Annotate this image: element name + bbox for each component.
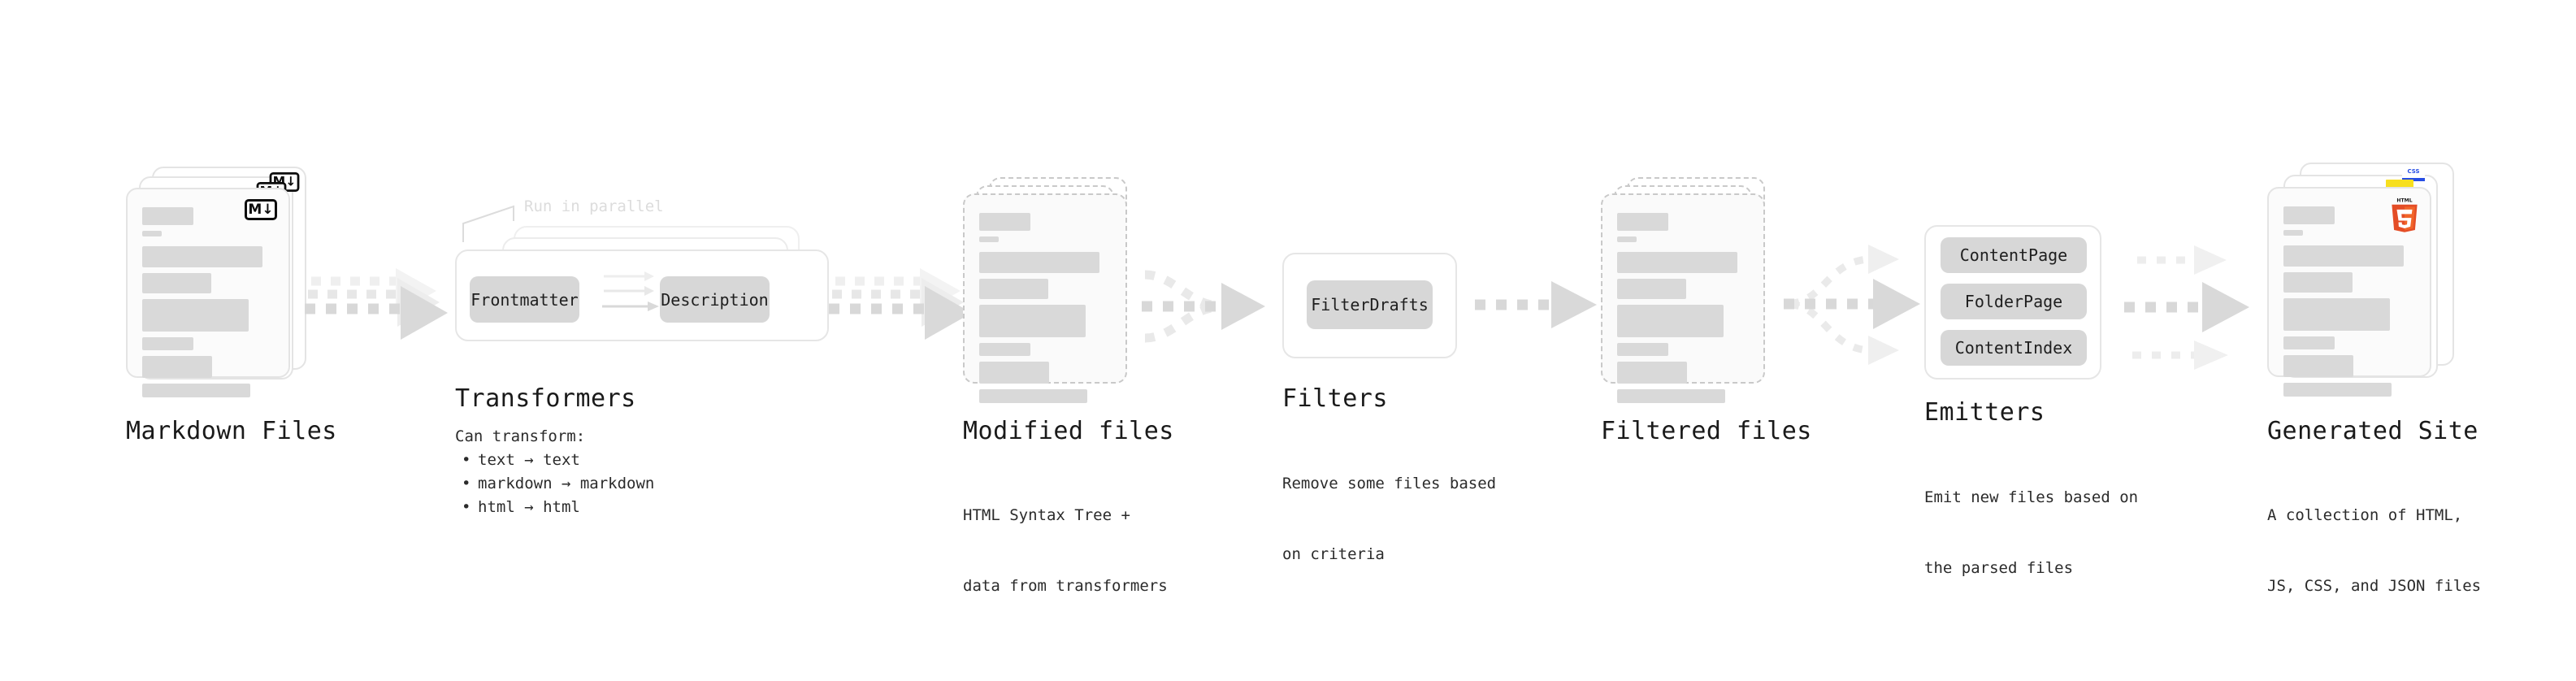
arrow-markdown-to-transformers: [305, 268, 448, 340]
filtered-files-title: Filtered files: [1601, 417, 1812, 445]
arrow-filters-to-filtered: [1475, 281, 1597, 328]
generated-site-desc: A collection of HTML, JS, CSS, and JSON …: [2267, 457, 2481, 645]
html5-icon: HTML: [2392, 197, 2418, 232]
emitter-chip-contentindex-label: ContentIndex: [1954, 338, 2073, 358]
emitters-desc: Emit new files based on the parsed files: [1924, 439, 2138, 627]
arrow-filtered-to-emitters: [1784, 245, 1920, 365]
list-item: html → html: [462, 496, 654, 519]
modified-files-desc: HTML Syntax Tree + data from transformer…: [963, 457, 1168, 645]
desc-line: Remove some files based: [1282, 475, 1497, 492]
run-in-parallel-label: Run in parallel: [524, 197, 664, 215]
css-badge-icon: CSS: [2402, 167, 2425, 181]
desc-line: A collection of HTML,: [2267, 506, 2463, 524]
arrow-modified-to-filters: [1142, 270, 1265, 343]
transformer-chip-description[interactable]: Description: [660, 276, 770, 323]
transformer-chip-description-label: Description: [661, 289, 769, 310]
filters-title: Filters: [1282, 384, 1388, 413]
desc-line: JS, CSS, and JSON files: [2267, 577, 2482, 595]
generated-site-placeholder-lines: [2283, 206, 2415, 402]
markdown-file-card-front: M↓: [126, 188, 290, 397]
emitter-chip-folderpage[interactable]: FolderPage: [1941, 284, 2087, 319]
filtered-file-card-front: [1601, 193, 1765, 403]
transformers-title: Transformers: [455, 384, 636, 413]
markdown-icon-glyph: M↓: [248, 201, 274, 218]
filter-chip-filterdrafts[interactable]: FilterDrafts: [1307, 280, 1433, 329]
modified-file-placeholder-lines: [979, 213, 1111, 409]
transformer-chip-frontmatter[interactable]: Frontmatter: [470, 276, 579, 323]
desc-line: the parsed files: [1924, 559, 2074, 577]
transformers-capability-list: text → text markdown → markdown html → h…: [462, 449, 654, 519]
transformer-chip-frontmatter-label: Frontmatter: [471, 289, 579, 310]
transformers-desc-heading: Can transform:: [455, 427, 586, 445]
generated-site-title: Generated Site: [2267, 417, 2478, 445]
emitter-chip-folderpage-label: FolderPage: [1964, 292, 2063, 311]
markdown-icon-front: M↓: [245, 199, 277, 220]
filters-desc: Remove some files based on criteria: [1282, 425, 1496, 614]
list-item: text → text: [462, 449, 654, 472]
modified-files-title: Modified files: [963, 417, 1174, 445]
emitter-chip-contentpage[interactable]: ContentPage: [1941, 237, 2087, 273]
svg-text:HTML: HTML: [2396, 197, 2412, 203]
transformer-internal-arrows: [602, 271, 659, 311]
modified-file-card-front: [963, 193, 1127, 403]
run-in-parallel-bracket: [462, 205, 514, 242]
arrow-emitters-to-site: [2124, 245, 2249, 370]
list-item: markdown → markdown: [462, 472, 654, 496]
desc-line: data from transformers: [963, 577, 1168, 595]
emitters-title: Emitters: [1924, 398, 2045, 427]
generated-site-card-front: HTML: [2267, 187, 2431, 397]
markdown-files-title: Markdown Files: [126, 417, 337, 445]
arrow-transformers-to-modified: [829, 268, 972, 340]
desc-line: on criteria: [1282, 545, 1385, 563]
desc-line: HTML Syntax Tree +: [963, 506, 1130, 524]
markdown-file-placeholder-lines: [142, 207, 274, 403]
filtered-file-placeholder-lines: [1617, 213, 1749, 409]
emitter-chip-contentpage-label: ContentPage: [1959, 245, 2068, 265]
filter-chip-filterdrafts-label: FilterDrafts: [1311, 295, 1429, 314]
desc-line: Emit new files based on: [1924, 488, 2139, 506]
emitter-chip-contentindex[interactable]: ContentIndex: [1941, 330, 2087, 366]
